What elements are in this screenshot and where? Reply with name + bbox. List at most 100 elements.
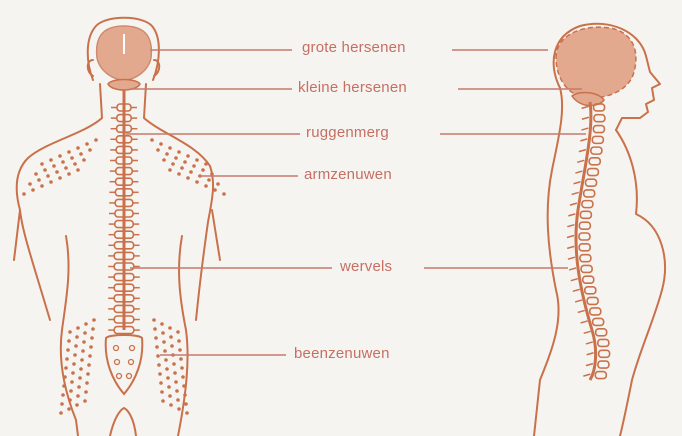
side-vertebra-process (582, 106, 589, 108)
nerve-dot (153, 327, 157, 331)
side-vertebra-body (599, 350, 610, 357)
side-vertebra-process (586, 364, 593, 366)
nerve-dot (178, 348, 182, 352)
back-torso-left (17, 84, 102, 320)
nerve-dot (213, 188, 217, 192)
back-waist-left (61, 236, 78, 436)
nerve-dot (163, 349, 167, 353)
side-vertebra-body (589, 158, 600, 165)
nerve-dot (169, 335, 173, 339)
nerve-dot (160, 390, 164, 394)
side-vertebra-process (568, 257, 575, 259)
side-vertebra-body (580, 255, 591, 262)
side-vertebra-process (581, 128, 588, 130)
nerve-dot (177, 150, 181, 154)
nerve-dot (64, 166, 68, 170)
label-cerebrum: grote hersenen (302, 39, 406, 56)
side-front-outline (616, 130, 665, 436)
nerve-dot (180, 166, 184, 170)
nerve-dot (91, 327, 95, 331)
nerve-dot (40, 162, 44, 166)
nerve-dot (88, 148, 92, 152)
nerve-dot (172, 362, 176, 366)
nerve-dot (176, 398, 180, 402)
side-vertebra-body (594, 115, 605, 122)
side-vertebra-body (592, 136, 603, 143)
nerve-dot (77, 385, 81, 389)
side-vertebra-body (580, 211, 591, 218)
nerve-dot (49, 158, 53, 162)
nerve-dot (62, 384, 66, 388)
nerve-dot (68, 398, 72, 402)
nerve-dot (182, 384, 186, 388)
nerve-dot (89, 345, 93, 349)
nerve-dot (201, 168, 205, 172)
nerve-dot (90, 336, 94, 340)
sacrum-hole (130, 346, 135, 351)
nerve-dot (185, 411, 189, 415)
side-vertebra-body (594, 104, 605, 111)
nerve-dot (161, 399, 165, 403)
nerve-dot (168, 326, 172, 330)
nerve-dot (80, 358, 84, 362)
nerve-dot (87, 363, 91, 367)
nerve-dot (192, 164, 196, 168)
side-vertebra-body (596, 329, 607, 336)
nerve-dot (177, 339, 181, 343)
side-spinal-cord (576, 102, 596, 380)
label-cerebellum: kleine hersenen (298, 79, 407, 96)
nerve-dot (66, 348, 70, 352)
nerve-dot (49, 180, 53, 184)
nerve-dot (186, 176, 190, 180)
side-vertebra-body (591, 147, 602, 154)
nerve-dot (83, 331, 87, 335)
nerve-dot (79, 367, 83, 371)
side-vertebra-body (590, 308, 601, 315)
back-sacrum (106, 335, 143, 394)
nerve-dot (207, 178, 211, 182)
side-vertebra-process (581, 321, 588, 323)
label-spinal-cord: ruggenmerg (306, 124, 389, 141)
nerve-dot (76, 326, 80, 330)
side-vertebra-body (582, 201, 593, 208)
nerve-dot (159, 381, 163, 385)
nerve-dot (46, 174, 50, 178)
label-vertebrae: wervels (340, 258, 392, 275)
nerve-dot (74, 344, 78, 348)
nerve-dot (61, 393, 65, 397)
nerve-dot (152, 318, 156, 322)
side-vertebra-process (569, 268, 576, 270)
label-leg-nerves: beenzenuwen (294, 345, 390, 362)
nerve-dot (59, 411, 63, 415)
nerve-dot (84, 390, 88, 394)
side-vertebra-body (598, 339, 609, 346)
back-left-arm (14, 210, 20, 260)
nerve-dot (177, 407, 181, 411)
sacrum-hole (114, 346, 119, 351)
side-vertebra-body (584, 190, 595, 197)
nerve-dot (158, 372, 162, 376)
side-brain (556, 27, 636, 98)
side-vertebra-process (575, 300, 582, 302)
nerve-dot (168, 146, 172, 150)
nerve-dot (67, 150, 71, 154)
nerve-dot (159, 142, 163, 146)
nerve-dot (173, 371, 177, 375)
side-vertebra-body (593, 318, 604, 325)
side-vertebra-body (585, 287, 596, 294)
nerve-dot (189, 170, 193, 174)
nerve-dot (58, 154, 62, 158)
sacrum-hole (127, 374, 132, 379)
nerve-dot (183, 393, 187, 397)
nerve-dot (76, 146, 80, 150)
nerve-dot (222, 192, 226, 196)
nerve-dot (94, 138, 98, 142)
nerve-dot (195, 180, 199, 184)
side-vertebra-body (587, 169, 598, 176)
nerve-dot (155, 345, 159, 349)
side-vertebra-body (598, 361, 609, 368)
side-vertebra-process (587, 353, 594, 355)
nerve-dot (181, 375, 185, 379)
side-vertebra-process (579, 150, 586, 152)
